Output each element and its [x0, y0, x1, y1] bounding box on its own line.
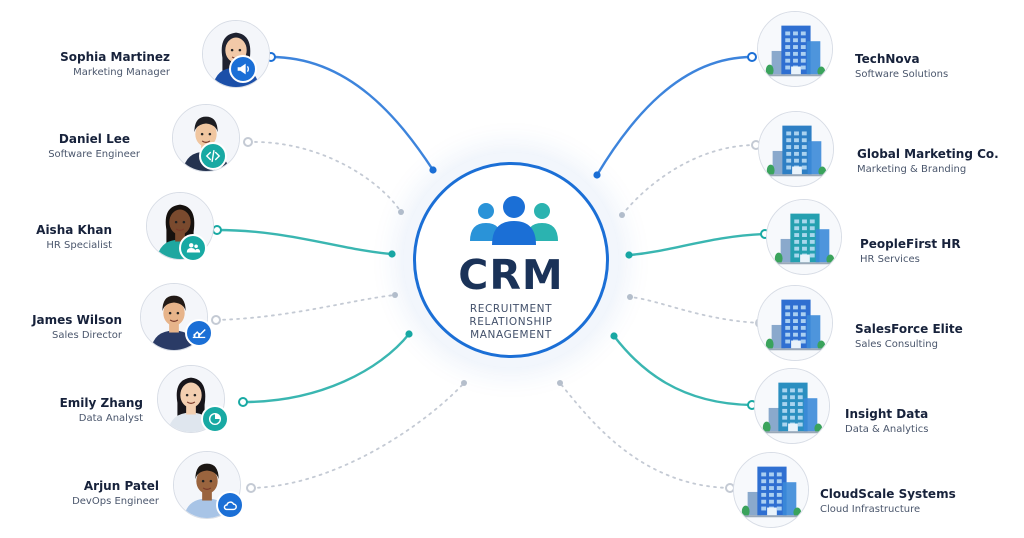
- hub-subtitle-line-3: MANAGEMENT: [470, 329, 552, 341]
- company-building-icon[interactable]: [758, 111, 834, 187]
- hub-anchor-dot: [392, 292, 398, 298]
- company-tagline: Data & Analytics: [845, 424, 929, 435]
- person-role: Software Engineer: [48, 149, 140, 160]
- person-name: Emily Zhang: [59, 396, 143, 410]
- hub-anchor-dot: [429, 166, 437, 174]
- code-icon: [199, 142, 227, 170]
- company-building-icon[interactable]: [754, 368, 830, 444]
- person-name: Aisha Khan: [36, 223, 112, 237]
- hub-subtitle-line-1: RECRUITMENT: [469, 303, 553, 315]
- company-name: CloudScale Systems: [820, 487, 956, 501]
- hub-anchor-dot: [627, 294, 633, 300]
- company-name: Insight Data: [845, 407, 929, 421]
- company-tagline: Cloud Infrastructure: [820, 504, 921, 515]
- connection-line: [595, 55, 753, 176]
- person-name: Daniel Lee: [58, 132, 130, 146]
- hub-anchor-dot: [461, 380, 467, 386]
- hub-title: CRM: [458, 251, 564, 299]
- company-building-icon[interactable]: [733, 452, 809, 528]
- person-role: Sales Director: [52, 330, 122, 341]
- company-name: TechNova: [855, 52, 920, 66]
- connector-ring: [211, 315, 221, 325]
- connector-ring: [212, 225, 222, 235]
- connection-line: [250, 382, 465, 489]
- person-name: Sophia Martinez: [60, 50, 170, 64]
- connection-line: [613, 335, 753, 407]
- connection-line: [247, 141, 402, 213]
- hub-anchor-dot: [619, 212, 625, 218]
- connector-ring: [747, 52, 757, 62]
- connection-line: [242, 333, 410, 404]
- cloud-icon: [216, 491, 244, 519]
- company-building-icon[interactable]: [757, 11, 833, 87]
- hub-anchor-dot: [388, 250, 396, 258]
- hub-anchor-dot: [557, 380, 563, 386]
- hub-anchor-dot: [593, 171, 601, 179]
- connection-line: [215, 294, 396, 321]
- connector-ring: [246, 483, 256, 493]
- person-role: DevOps Engineer: [72, 496, 159, 507]
- chart-icon: [185, 319, 213, 347]
- person-role: HR Specialist: [46, 240, 112, 251]
- company-tagline: HR Services: [860, 254, 920, 265]
- connection-line: [270, 55, 435, 171]
- hub-subtitle-line-2: RELATIONSHIP: [469, 316, 553, 328]
- company-building-icon[interactable]: [757, 285, 833, 361]
- crm-hub: CRM RECRUITMENT RELATIONSHIP MANAGEMENT: [413, 162, 609, 358]
- hub-anchor-dot: [610, 332, 618, 340]
- company-tagline: Marketing & Branding: [857, 164, 967, 175]
- pie-chart-icon: [201, 405, 229, 433]
- connection-line: [621, 144, 757, 216]
- company-building-icon[interactable]: [766, 199, 842, 275]
- hub-anchor-dot: [398, 209, 404, 215]
- connection-line: [629, 296, 761, 324]
- company-tagline: Software Solutions: [855, 69, 949, 80]
- company-name: Global Marketing Co.: [857, 147, 999, 161]
- users-icon: [179, 234, 207, 262]
- megaphone-icon: [229, 55, 257, 83]
- person-name: James Wilson: [32, 313, 122, 327]
- person-name: Arjun Patel: [83, 479, 159, 493]
- hub-anchor-dot: [625, 251, 633, 259]
- connector-ring: [238, 397, 248, 407]
- people-group-icon: [470, 196, 558, 245]
- hub-anchor-dot: [405, 330, 413, 338]
- connection-line: [628, 232, 766, 257]
- connection-line: [559, 382, 731, 489]
- connection-line: [216, 228, 393, 256]
- company-tagline: Sales Consulting: [855, 339, 938, 350]
- company-name: SalesForce Elite: [855, 322, 963, 336]
- person-role: Data Analyst: [78, 413, 143, 424]
- company-name: PeopleFirst HR: [860, 237, 961, 251]
- connector-ring: [243, 137, 253, 147]
- person-avatar[interactable]: [202, 20, 270, 88]
- person-role: Marketing Manager: [73, 67, 170, 78]
